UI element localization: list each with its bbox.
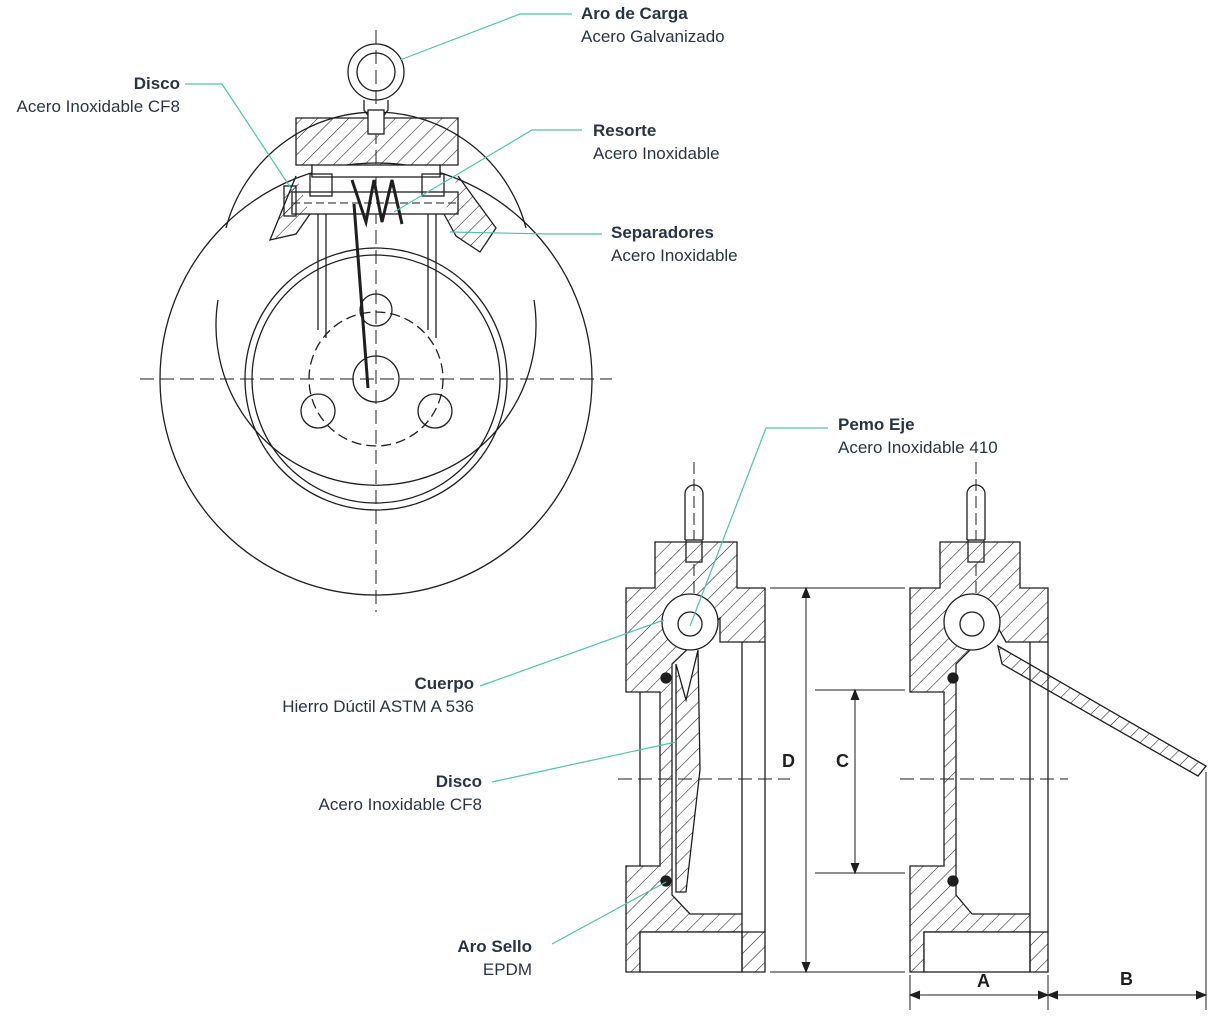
leader-disco-side bbox=[491, 741, 677, 783]
body-inner-arc bbox=[215, 299, 537, 486]
side-view-closed bbox=[618, 462, 790, 973]
seat-circle bbox=[251, 254, 501, 504]
dimension-label-a: A bbox=[977, 971, 990, 991]
hole-top bbox=[359, 293, 393, 327]
callout-cuerpo: Cuerpo Hierro Dúctil ASTM A 536 bbox=[282, 672, 474, 718]
callout-title: Resorte bbox=[593, 121, 657, 140]
callout-disco-top: Disco Acero Inoxidable CF8 bbox=[17, 72, 180, 118]
front-view bbox=[140, 30, 612, 612]
callout-pemo-eje: Pemo Eje Acero Inoxidable 410 bbox=[838, 413, 998, 459]
callout-title: Pemo Eje bbox=[838, 415, 915, 434]
lifting-eye-outer bbox=[347, 43, 405, 101]
leader-resorte bbox=[393, 129, 582, 213]
callout-title: Aro Sello bbox=[457, 937, 532, 956]
callout-title: Disco bbox=[133, 74, 180, 93]
leader-aro-sello bbox=[551, 881, 667, 945]
callout-subtitle: Acero Inoxidable bbox=[593, 144, 720, 163]
callout-aro-de-carga: Aro de Carga Acero Galvanizado bbox=[581, 2, 725, 48]
front-centerlines bbox=[140, 30, 612, 612]
callout-title: Disco bbox=[435, 772, 482, 791]
callout-subtitle: Acero Inoxidable CF8 bbox=[318, 795, 482, 814]
leader-cuerpo bbox=[479, 619, 665, 687]
dimension-label-c: C bbox=[836, 751, 849, 771]
dimension-lines bbox=[770, 586, 1208, 1010]
lifting-eye-inner bbox=[356, 52, 396, 92]
hole-right bbox=[417, 393, 453, 429]
callout-subtitle: EPDM bbox=[482, 960, 532, 979]
side-view-open bbox=[900, 462, 1207, 973]
callout-subtitle: Acero Inoxidable CF8 bbox=[16, 97, 180, 116]
callout-resorte: Resorte Acero Inoxidable bbox=[593, 119, 720, 165]
callout-title: Separadores bbox=[611, 223, 714, 242]
callout-title: Cuerpo bbox=[414, 674, 475, 693]
dimension-label-b: B bbox=[1120, 969, 1133, 989]
callout-subtitle: Acero Galvanizado bbox=[581, 27, 725, 46]
callout-subtitle: Hierro Dúctil ASTM A 536 bbox=[282, 697, 474, 716]
bore-circle bbox=[244, 247, 508, 511]
leader-pemo-eje bbox=[689, 427, 828, 627]
callout-aro-sello: Aro Sello EPDM bbox=[457, 935, 532, 981]
callout-separadores: Separadores Acero Inoxidable bbox=[611, 221, 738, 267]
callout-title: Aro de Carga bbox=[581, 4, 688, 23]
hole-center bbox=[352, 355, 400, 403]
leader-aro-de-carga bbox=[399, 13, 572, 61]
callout-subtitle: Acero Inoxidable bbox=[611, 246, 738, 265]
bolt-circle bbox=[308, 311, 444, 447]
leader-lines bbox=[185, 13, 828, 945]
callout-disco-side: Disco Acero Inoxidable CF8 bbox=[319, 770, 482, 816]
leader-separadores bbox=[449, 231, 602, 235]
callout-subtitle: Acero Inoxidable 410 bbox=[838, 438, 998, 457]
leader-disco-top bbox=[185, 83, 293, 191]
hole-left bbox=[300, 393, 336, 429]
dimension-label-d: D bbox=[782, 751, 795, 771]
